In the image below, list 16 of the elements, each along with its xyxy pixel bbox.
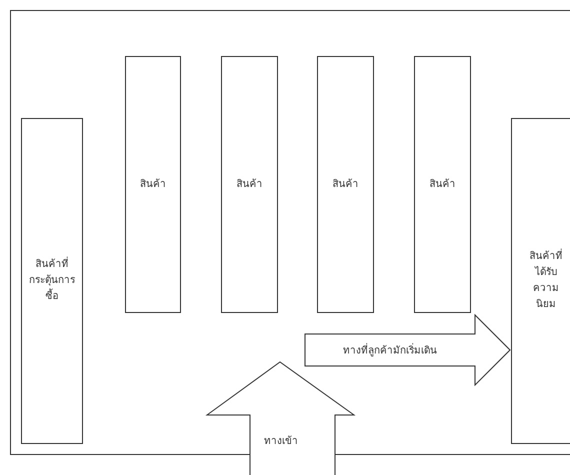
shelf-label: สินค้า xyxy=(236,178,262,192)
shelf-label: สินค้าที่กระตุ้นการซื้อ xyxy=(26,257,78,305)
product-shelf xyxy=(414,56,471,313)
store-floor-outline xyxy=(10,10,570,455)
edge-label: ทางที่ลูกค้ามักเริ่มเดิน xyxy=(343,342,437,358)
shelf-label: สินค้า xyxy=(332,178,358,192)
product-shelf xyxy=(317,56,374,313)
entrance-block-arrow xyxy=(207,362,355,475)
shelf-label: สินค้า xyxy=(140,178,166,192)
product-shelf xyxy=(511,118,570,444)
product-shelf xyxy=(221,56,278,313)
arrow-label: ทางเข้า xyxy=(264,434,298,449)
product-shelf xyxy=(125,56,181,313)
shelf-label: สินค้าที่ได้รับความนิยม xyxy=(526,249,566,313)
product-shelf xyxy=(21,118,83,444)
shelf-label: สินค้า xyxy=(430,178,456,192)
